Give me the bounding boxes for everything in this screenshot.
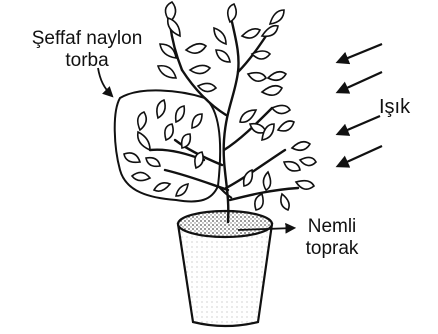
transparent-bag-label-line2: torba xyxy=(12,50,162,72)
bag-label-pointer xyxy=(98,68,112,96)
moist-soil-label-line2: toprak xyxy=(300,238,364,260)
pot xyxy=(178,211,272,326)
light-label: Işık xyxy=(379,96,410,118)
moist-soil-label-line1: Nemli xyxy=(300,216,364,238)
light-arrow-2 xyxy=(338,72,382,92)
transparent-bag-label-line1: Şeffaf naylon xyxy=(12,28,162,50)
moist-soil xyxy=(178,211,272,237)
moist-soil-label: Nemli toprak xyxy=(300,216,364,260)
light-arrow-3 xyxy=(338,116,380,134)
light-arrow-1 xyxy=(338,44,382,62)
light-arrows xyxy=(338,44,382,166)
transparent-bag-label: Şeffaf naylon torba xyxy=(12,28,162,72)
light-arrow-4 xyxy=(338,146,382,166)
